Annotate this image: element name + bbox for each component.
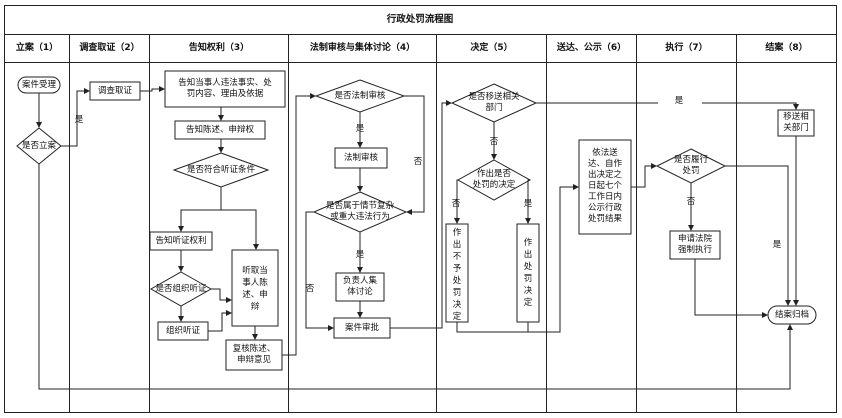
node-enforce-label: 申请法院 强制执行 bbox=[677, 234, 712, 255]
node-investigate-label: 调查取证 bbox=[97, 86, 132, 96]
column-header-closing: 结案（8） bbox=[765, 43, 808, 53]
connectors bbox=[36, 86, 799, 390]
edge-label-yes: 是 bbox=[523, 199, 533, 209]
node-enforce bbox=[669, 230, 721, 260]
edge-label-yes: 是 bbox=[772, 240, 782, 250]
column-header-legal-review: 法制审核与集体讨论（4） bbox=[309, 43, 416, 53]
edge-label-yes: 是 bbox=[355, 124, 365, 134]
node-penalty-label: 作 出 处 罚 决 定 bbox=[523, 238, 533, 308]
column-header-delivery: 送达、公示（6） bbox=[556, 43, 627, 53]
node-transfer-q-label: 是否移送相关 部门 bbox=[468, 92, 520, 113]
column-header-investigation: 调查取证（2） bbox=[79, 43, 140, 53]
chart-title: 行政处罚流程图 bbox=[386, 14, 454, 25]
node-inform-defense-label: 告知陈述、申辩权 bbox=[185, 125, 254, 135]
node-meet-hearing-label: 是否符合听证条件 bbox=[186, 165, 255, 175]
column-header-decision: 决定（5） bbox=[470, 43, 513, 53]
node-collective-label: 负责人集 体讨论 bbox=[342, 276, 377, 297]
node-deliver-label: 依法送 达、自作 出决定之 日起七个 工作日内 公示行政 处罚结果 bbox=[587, 148, 622, 224]
node-organize-label: 组织听证 bbox=[165, 326, 200, 336]
edge-label-yes: 是 bbox=[672, 96, 686, 107]
node-review bbox=[225, 339, 283, 371]
node-review-label: 复核陈述、 申辩意见 bbox=[232, 344, 276, 365]
node-fulfil-q-label: 是否履行 处罚 bbox=[673, 155, 708, 176]
node-listen-label: 听取当 事人陈 述、申 辩 bbox=[242, 266, 268, 312]
node-penalty-q-label: 作出是否 处罚的决定 bbox=[472, 169, 516, 190]
node-inform-defense bbox=[174, 120, 266, 140]
node-legal-q-label: 是否法制审核 bbox=[334, 91, 386, 101]
edge-label-no: 否 bbox=[686, 197, 696, 207]
node-inform-label: 告知当事人违法事实、处 罚内容、理由及依据 bbox=[178, 78, 272, 99]
node-no-penalty-label: 作 出 不 予 处 罚 决 定 bbox=[452, 228, 462, 322]
edge-label-no: 否 bbox=[413, 157, 423, 167]
node-penalty-q bbox=[456, 159, 532, 201]
node-is-file-label: 是否立案 bbox=[21, 141, 56, 151]
node-approve-label: 案件审批 bbox=[344, 323, 379, 333]
edge-label-no: 否 bbox=[305, 284, 315, 294]
column-header-execution: 执行（7） bbox=[665, 43, 708, 53]
node-case-accept-label: 案件受理 bbox=[21, 80, 56, 90]
node-transfer-label: 移送相 关部门 bbox=[783, 112, 809, 133]
node-inform bbox=[164, 70, 286, 108]
node-organize-q-label: 是否组织听证 bbox=[155, 284, 207, 294]
edge-label-no: 否 bbox=[451, 199, 461, 209]
node-deliver bbox=[578, 139, 632, 235]
table-grid bbox=[4, 5, 837, 413]
edge-label-no: 否 bbox=[489, 137, 499, 147]
node-listen bbox=[231, 249, 279, 327]
edge-label-yes: 是 bbox=[355, 250, 365, 260]
node-close-label: 结案归档 bbox=[774, 310, 809, 320]
node-legal bbox=[334, 147, 388, 169]
node-inform-hearing-label: 告知听证权利 bbox=[155, 236, 207, 246]
node-collective-q-label: 是否属于情节复杂 或重大违法行为 bbox=[325, 201, 394, 222]
column-header-filing: 立案（1） bbox=[15, 43, 59, 53]
node-legal-label: 法制审核 bbox=[343, 153, 378, 163]
column-header-inform-rights: 告知权利（3） bbox=[188, 43, 250, 53]
edge-label-yes: 是 bbox=[74, 115, 84, 125]
